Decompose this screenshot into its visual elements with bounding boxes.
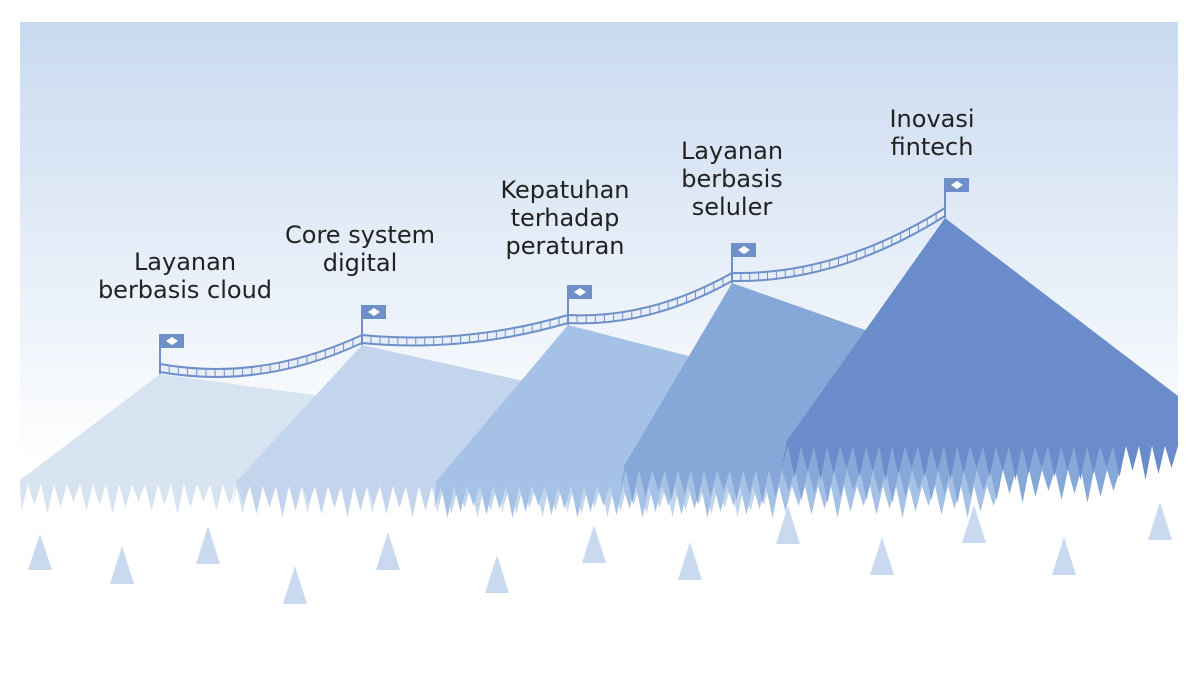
milestone-label-line: berbasis: [681, 165, 783, 193]
tree-icon: [196, 526, 220, 564]
milestone-label-kepatuhan: Kepatuhan terhadap peraturan: [480, 176, 650, 260]
tree-icon: [1148, 502, 1172, 540]
flag-icon: [361, 305, 386, 345]
tree-icon: [678, 542, 702, 580]
milestone-label-line: Layanan: [133, 248, 237, 276]
milestone-label-core-system: Core system digital: [270, 221, 450, 277]
milestone-label-fintech: Inovasi fintech: [872, 105, 992, 161]
mountains: [20, 218, 1178, 518]
tree-icon: [485, 555, 509, 593]
milestone-label-line: seluler: [691, 193, 773, 221]
tree-icon: [776, 506, 800, 544]
milestone-label-line: peraturan: [505, 232, 625, 260]
milestone-label-line: Kepatuhan: [500, 176, 630, 204]
milestone-label-seluler: Layanan berbasis seluler: [662, 137, 802, 221]
flag-icon: [567, 285, 592, 325]
milestone-label-line: digital: [322, 249, 398, 277]
flag-icon: [731, 243, 756, 283]
rope-bridge: [731, 207, 946, 283]
milestone-label-line: terhadap: [510, 204, 620, 232]
flag-icon: [159, 334, 184, 374]
flag-icon: [944, 178, 969, 218]
rope-bridges: [159, 207, 946, 378]
summit-flags: [159, 178, 969, 374]
milestone-label-line: Inovasi: [889, 105, 975, 133]
milestone-label-cloud: Layanan berbasis cloud: [80, 248, 290, 304]
milestone-label-line: Core system: [285, 221, 435, 249]
tree-icon: [28, 534, 52, 570]
milestone-label-line: fintech: [890, 133, 974, 161]
tree-icon: [283, 566, 307, 604]
trees: [28, 502, 1172, 604]
rope-bridge: [159, 334, 363, 378]
tree-icon: [1052, 537, 1076, 575]
milestone-label-line: Layanan: [680, 137, 784, 165]
tree-icon: [962, 505, 986, 543]
tree-icon: [870, 537, 894, 575]
tree-icon: [582, 525, 606, 563]
milestone-label-line: berbasis cloud: [97, 276, 273, 304]
rope-bridge: [567, 272, 733, 325]
tree-icon: [376, 532, 400, 570]
tree-icon: [110, 546, 134, 584]
mountain-5: [781, 218, 1178, 480]
rope-bridge: [361, 314, 569, 347]
